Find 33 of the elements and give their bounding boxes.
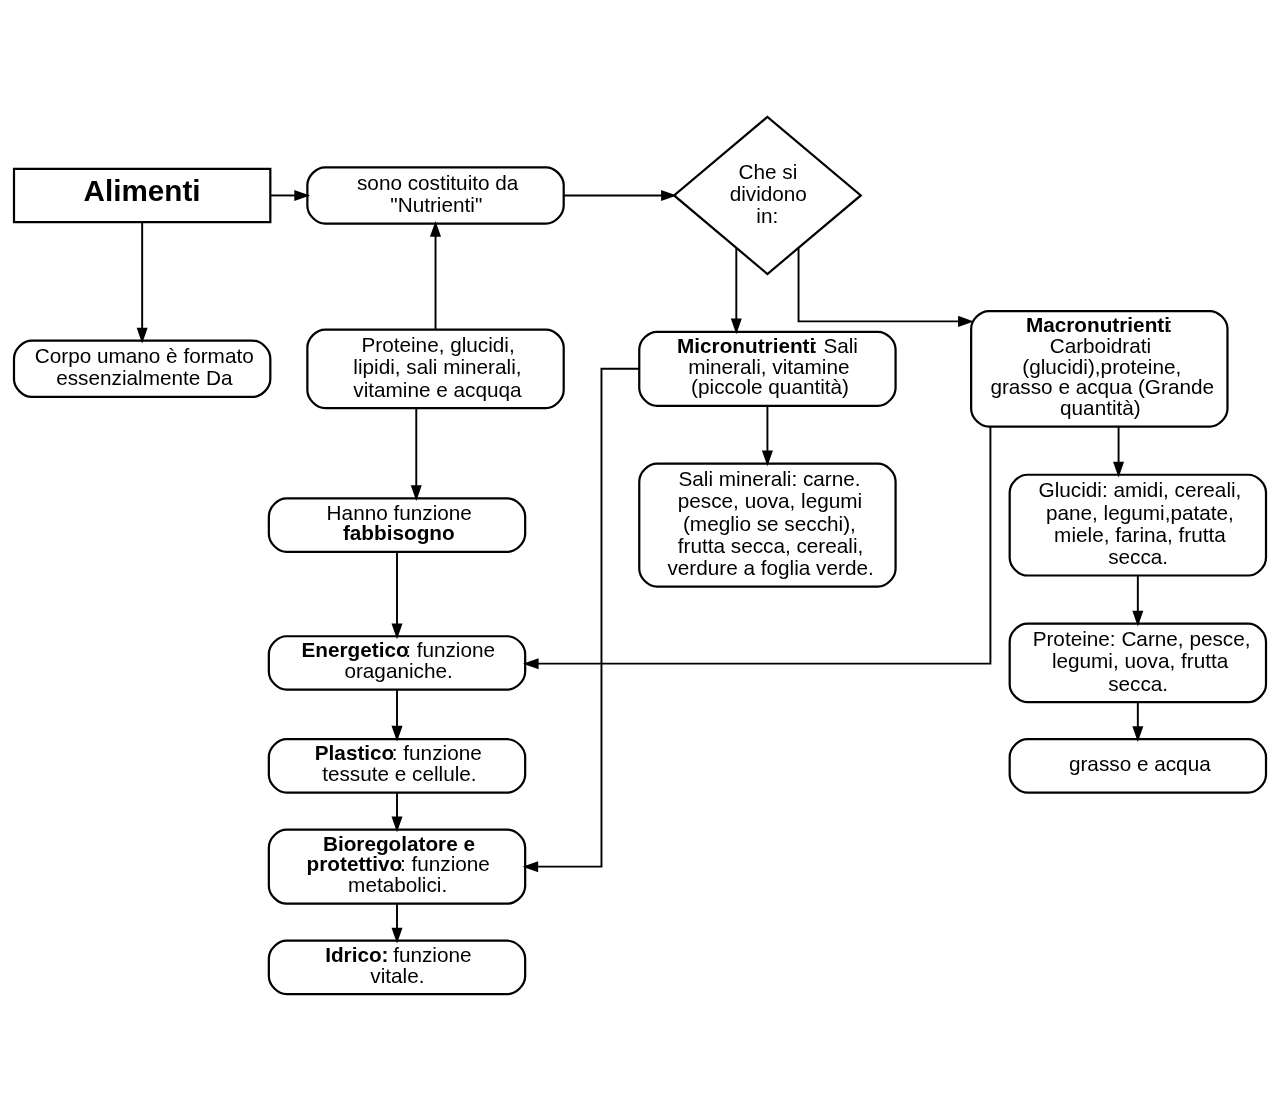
arrow [391,903,403,944]
arrow [391,689,403,742]
arrow [430,220,442,331]
node-box: Micronutrienti: Sali minerali, vitamine (piccole quantità) [638,330,897,407]
arrow [730,246,742,335]
node-box: Idrico: funzione vitale. [267,939,527,996]
node-box: sono costituito da "Nutrienti" [306,166,565,225]
node-box: Corpo umano è formato essenzialmente Da [12,339,272,399]
node-box: Macronutrienti: Carboidrati (glucidi),proteine, grasso e acqua (Grande quantità) [970,309,1229,428]
arrow [391,791,403,833]
arrow [410,407,422,501]
arrow [797,247,974,327]
arrow [562,189,677,201]
arrow [522,426,992,670]
arrow [1132,701,1144,742]
node-box: Hanno funzione fabbisogno [267,497,527,553]
node-box: Alimenti [12,167,272,224]
arrow [1113,426,1125,478]
node-box: Proteine, glucidi, lipidi, sali minerali, vitamine e acquqa [306,328,565,410]
arrow [269,189,311,201]
node-box: Bioregolatore e protettivo: funzione metabolici. [267,828,527,905]
node-box: Sali minerali: carne. pesce, uova, legumi (meglio se secchi), frutta secca, cereali, verdure a foglia verde. [638,462,897,588]
arrow [761,404,773,467]
arrow [391,551,403,640]
node-box: Energetico: funzione oraganiche. [267,635,527,691]
node-box: Plastico: funzione tessute e cellule. [267,738,527,794]
arrow [522,367,641,873]
node-box: grasso e acqua [1008,738,1268,794]
arrow [1132,574,1144,627]
arrow [136,221,148,344]
node-box: Proteine: Carne, pesce, legumi, uova, frutta secca. [1008,622,1268,704]
node-box: Glucidi: amidi, cereali, pane, legumi,patate, miele, farina, frutta secca. [1008,473,1268,577]
node-diamond: Che si dividono in: [672,115,863,276]
